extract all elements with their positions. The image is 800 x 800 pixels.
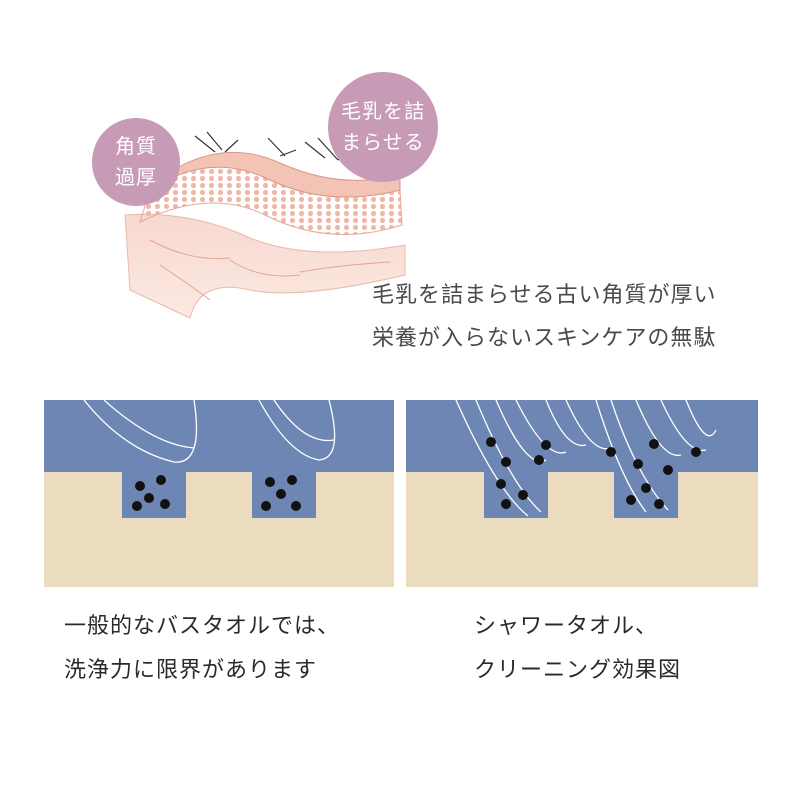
stratum-corneum-layer	[149, 151, 401, 198]
top-caption-line1: 毛乳を詰まらせる古い角質が厚い	[372, 283, 717, 308]
pore-dirt-dots	[486, 437, 701, 509]
bubble-right-line2: まらせる	[341, 130, 425, 154]
top-caption-line2: 栄養が入らないスキンケアの無駄	[372, 326, 717, 351]
panel-shower-towel-diagram	[406, 400, 758, 587]
panel-bath-towel-diagram	[44, 400, 394, 587]
surface-layer	[406, 400, 758, 518]
surface-layer	[44, 400, 394, 518]
pore-dirt-dots	[132, 475, 301, 511]
towel-fibers	[83, 400, 336, 463]
bubble-left-line1: 角質	[115, 134, 157, 158]
panel2-caption-line2: クリーニング効果図	[474, 658, 682, 683]
bubble-right-line1: 毛乳を詰	[341, 99, 425, 123]
panel2-caption-line1: シャワータオル、	[474, 614, 659, 639]
skin-layer-illustration	[124, 131, 406, 319]
panel1-caption-line2: 洗浄力に限界があります	[64, 658, 318, 683]
bubble-thick-keratin: 角質 過厚	[92, 118, 180, 206]
dermis-lines	[149, 239, 391, 301]
bubble-left-line2: 過厚	[115, 165, 157, 189]
dermis-layer	[124, 213, 406, 319]
bubble-clog-pores: 毛乳を詰 まらせる	[328, 72, 438, 182]
panel1-caption-line1: 一般的なバスタオルでは、	[64, 614, 341, 639]
